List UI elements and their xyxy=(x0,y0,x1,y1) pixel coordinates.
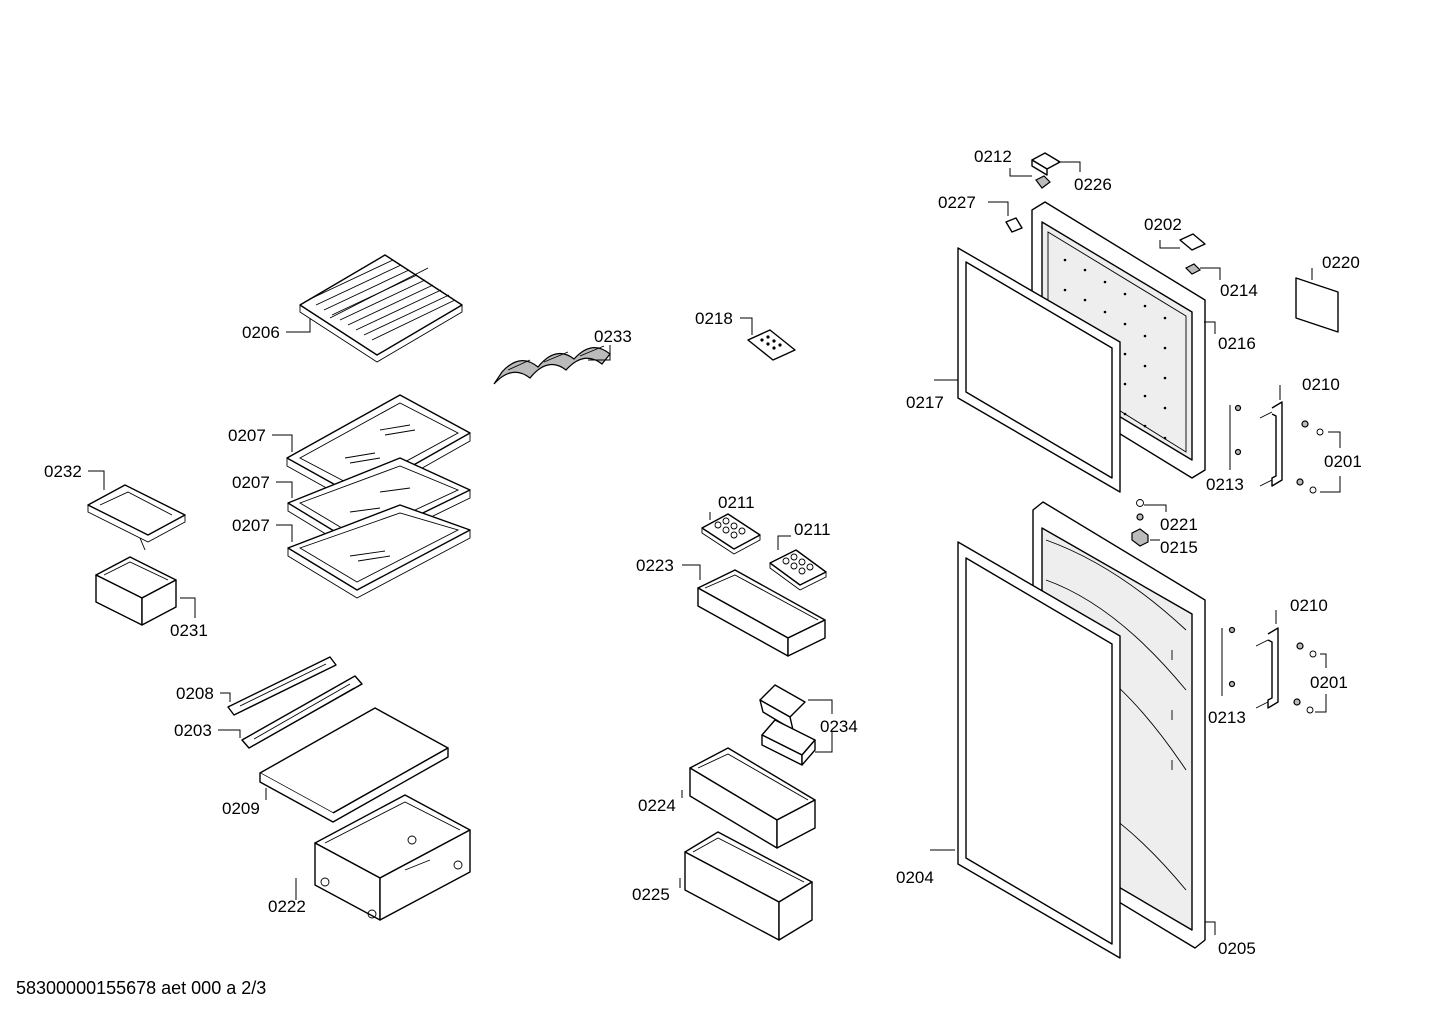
callout-0227: 0227 xyxy=(938,193,976,212)
label-plate-part xyxy=(1005,217,1023,233)
callout-0214: 0214 xyxy=(1220,281,1258,300)
bottle-rack-part xyxy=(493,345,611,385)
callout-0213-upper: 0213 xyxy=(1206,475,1244,494)
ice-tray-part xyxy=(747,329,796,361)
callout-0232: 0232 xyxy=(44,462,82,481)
butter-box-part xyxy=(761,719,816,766)
callout-0211-left: 0211 xyxy=(718,493,755,512)
door-shelf-bottom-part xyxy=(684,831,813,941)
glass-shelf-bottom-part xyxy=(287,504,471,599)
callout-0223: 0223 xyxy=(636,556,674,575)
callout-0210-lower: 0210 xyxy=(1290,596,1328,615)
callout-0215: 0215 xyxy=(1160,538,1198,557)
callout-0206: 0206 xyxy=(242,323,280,342)
egg-tray-left-part xyxy=(701,513,761,555)
hinge-pin-part xyxy=(1035,175,1051,189)
vent-strip-lower-part xyxy=(241,675,363,749)
callout-0225: 0225 xyxy=(632,885,670,904)
callout-0211-right: 0211 xyxy=(794,520,831,539)
callout-0231: 0231 xyxy=(170,621,208,640)
freezer-gasket-part xyxy=(957,247,1121,493)
callout-0218: 0218 xyxy=(695,309,733,328)
crisper-drawer-part xyxy=(314,794,471,921)
instruction-sheet-part xyxy=(1295,277,1339,333)
callout-0209: 0209 xyxy=(222,799,260,818)
crisper-cover-part xyxy=(259,707,449,823)
callout-0222: 0222 xyxy=(268,897,306,916)
callout-0205: 0205 xyxy=(1218,939,1256,958)
callout-0233: 0233 xyxy=(594,327,632,346)
callout-0204: 0204 xyxy=(896,868,934,887)
door-cap-part xyxy=(1179,233,1206,251)
callout-0217: 0217 xyxy=(906,393,944,412)
small-box-part xyxy=(95,556,177,626)
fridge-handle-part xyxy=(1228,626,1317,714)
document-reference-footer: 58300000155678 aet 000 a 2/3 xyxy=(16,978,267,998)
door-shelf-middle-part xyxy=(689,747,816,849)
callout-0210-upper: 0210 xyxy=(1302,375,1340,394)
callout-0221: 0221 xyxy=(1160,515,1198,534)
freezer-handle-part xyxy=(1234,401,1324,494)
callout-0226: 0226 xyxy=(1074,175,1112,194)
butter-lid-part xyxy=(759,684,806,731)
callout-0212: 0212 xyxy=(974,147,1012,166)
door-stop-part xyxy=(1184,263,1202,275)
callout-0216: 0216 xyxy=(1218,334,1256,353)
callout-0207-middle: 0207 xyxy=(232,473,270,492)
hinge-cover-part xyxy=(1031,152,1061,176)
callout-0234: 0234 xyxy=(820,717,858,736)
callout-0203: 0203 xyxy=(174,721,212,740)
callout-0201-lower: 0201 xyxy=(1310,673,1348,692)
callout-0201-upper: 0201 xyxy=(1324,452,1362,471)
callout-0213-lower: 0213 xyxy=(1208,708,1246,727)
callout-0202: 0202 xyxy=(1144,215,1182,234)
callout-0207-top: 0207 xyxy=(228,426,266,445)
callout-0224: 0224 xyxy=(638,796,676,815)
washer-part xyxy=(1136,499,1144,521)
egg-tray-right-part xyxy=(769,549,827,591)
vent-strip-upper-part xyxy=(227,656,337,716)
fridge-gasket-part xyxy=(957,541,1121,959)
small-tray-part xyxy=(87,484,186,551)
callout-0207-bottom: 0207 xyxy=(232,516,270,535)
callout-0208: 0208 xyxy=(176,684,214,703)
door-shelf-upper-part xyxy=(697,569,826,657)
hinge-bracket-part xyxy=(1131,528,1149,547)
callout-0220: 0220 xyxy=(1322,253,1360,272)
wire-shelf-part xyxy=(299,254,463,363)
